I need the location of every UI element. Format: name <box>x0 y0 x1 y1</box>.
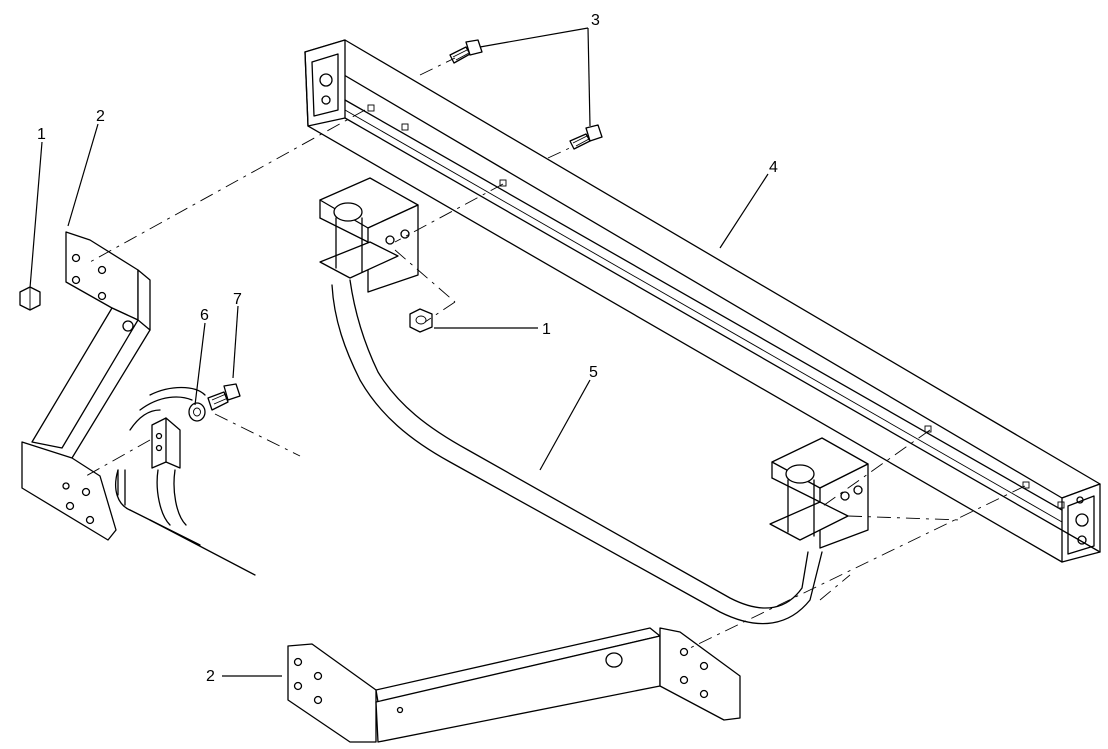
part-2-bracket-upper <box>21 231 151 541</box>
callout-1-left: 1 <box>37 126 46 143</box>
part-6-washer <box>188 402 206 422</box>
callout-2-lower: 2 <box>206 668 215 685</box>
callout-3: 3 <box>591 12 600 29</box>
callout-4: 4 <box>769 159 778 176</box>
callout-1-center: 1 <box>542 321 551 338</box>
part-3-bolt-lower <box>569 124 603 150</box>
callout-5: 5 <box>589 364 598 381</box>
part-4-cross-tube <box>304 39 1101 563</box>
part-1-nut-center <box>409 308 433 333</box>
callout-6: 6 <box>200 307 209 324</box>
callout-labels: 1 2 3 4 5 6 7 1 2 <box>37 12 778 685</box>
part-2-bracket-lower <box>287 627 741 743</box>
callout-2-upper: 2 <box>96 108 105 125</box>
assembly-centerlines <box>85 57 1026 649</box>
part-7-bolt <box>207 383 241 411</box>
callout-7: 7 <box>233 291 242 308</box>
part-5-bent-bar <box>319 177 869 625</box>
part-1-nut-left <box>19 286 41 311</box>
cylinder-with-clamp <box>115 386 256 576</box>
part-3-bolt-upper <box>449 39 483 64</box>
leader-lines <box>29 27 769 677</box>
